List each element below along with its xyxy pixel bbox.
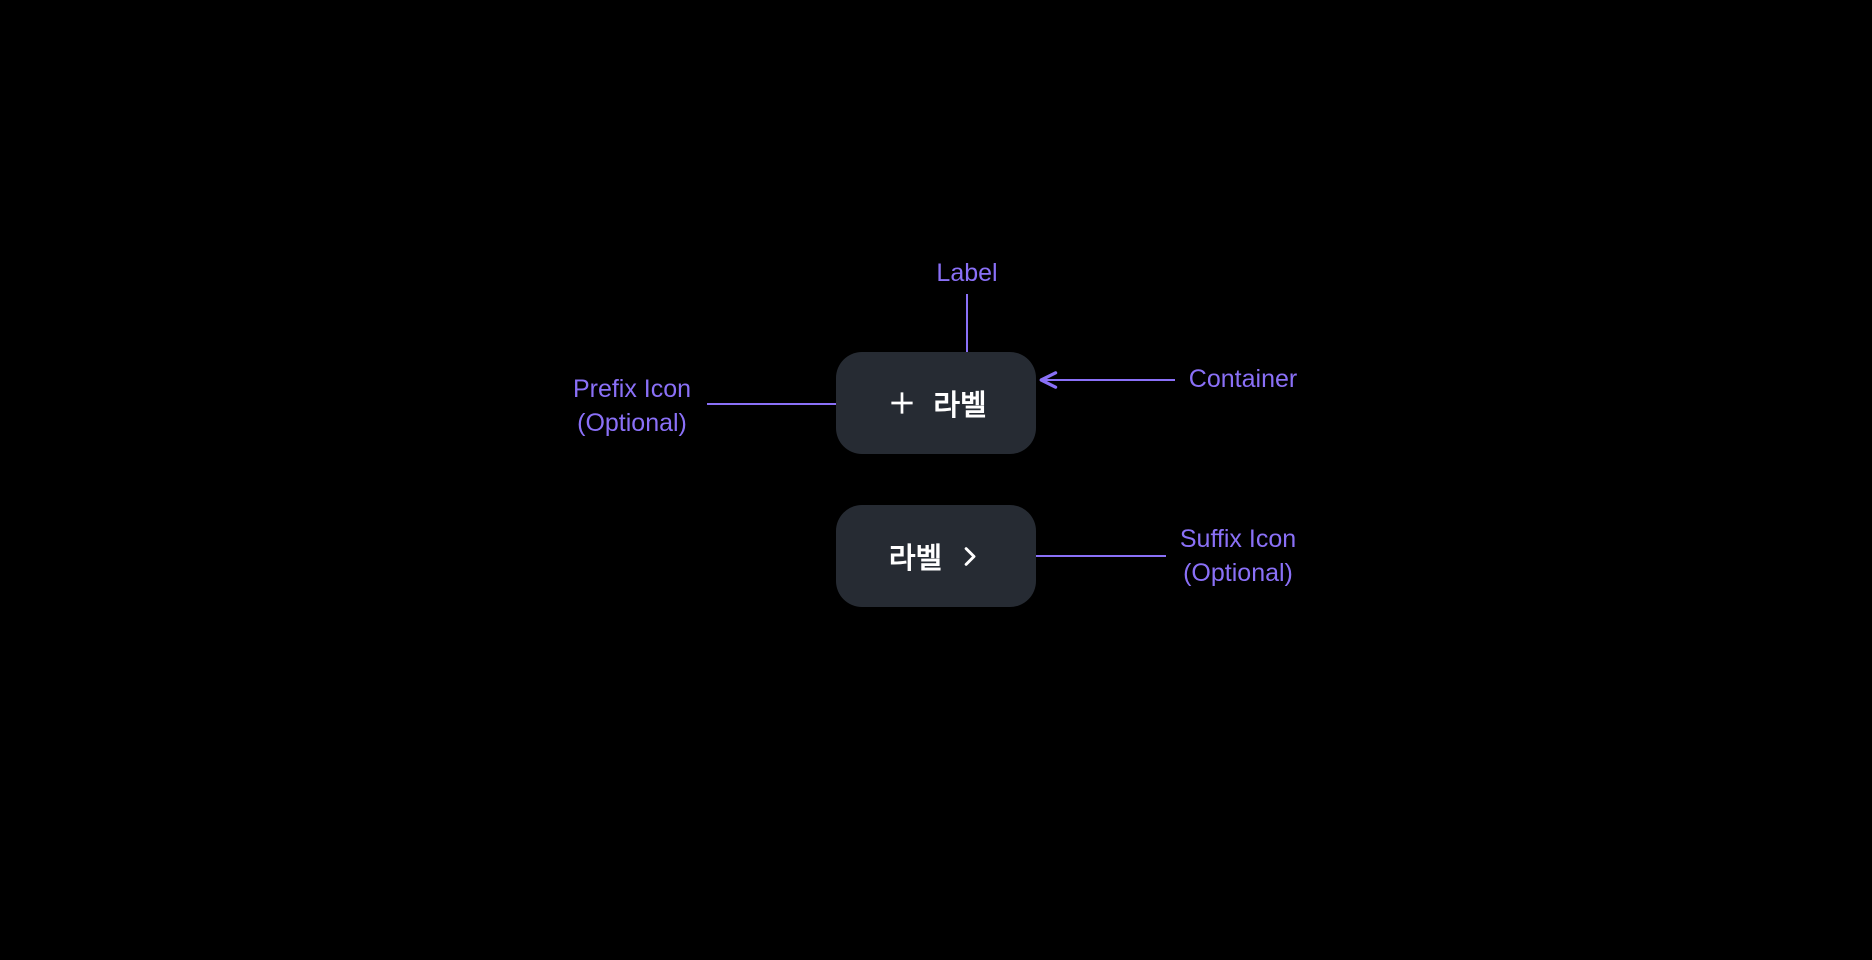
annotation-prefix-icon-line1: Prefix Icon: [572, 375, 692, 403]
annotation-suffix-icon-line2: (Optional): [1183, 559, 1293, 587]
annotation-suffix-icon: Suffix Icon (Optional): [1180, 522, 1296, 590]
annotation-label: Label: [936, 259, 998, 287]
button-with-suffix-icon[interactable]: 라벨: [836, 505, 1036, 607]
annotation-suffix-icon-line1: Suffix Icon: [1179, 525, 1297, 553]
chevron-right-icon: [956, 543, 983, 570]
annotation-container: Container: [1188, 365, 1298, 393]
annotation-prefix-icon-line2: (Optional): [577, 409, 687, 437]
annotation-prefix-icon: Prefix Icon (Optional): [573, 372, 691, 440]
button-label: 라벨: [888, 543, 943, 575]
plus-icon: [885, 386, 919, 420]
button-with-prefix-icon[interactable]: 라벨: [836, 352, 1036, 454]
button-label: 라벨: [933, 390, 987, 422]
